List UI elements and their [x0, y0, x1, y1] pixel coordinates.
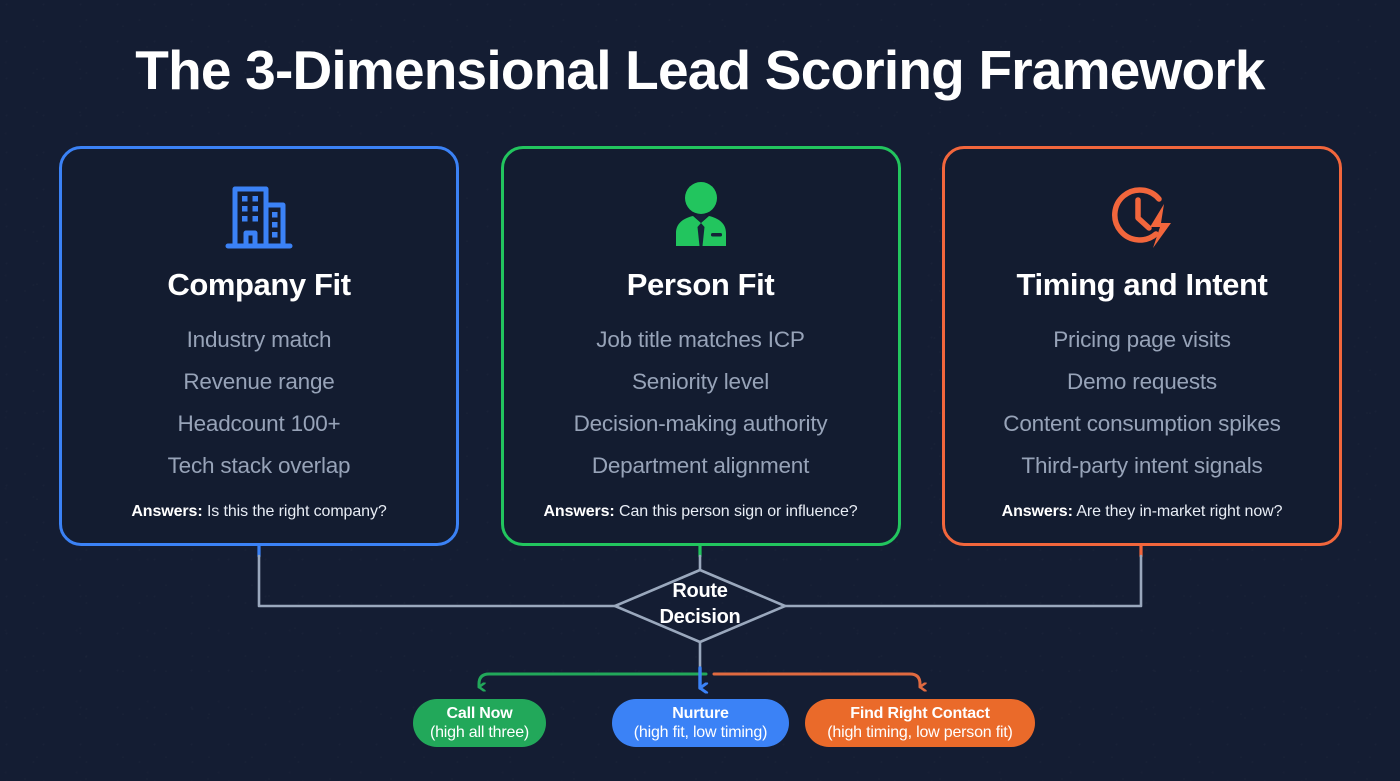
building-icon — [221, 177, 297, 255]
clock-bolt-icon — [1102, 177, 1182, 255]
card-company-fit[interactable]: Company Fit Industry match Revenue range… — [59, 146, 459, 546]
card-answer-text: Is this the right company? — [206, 503, 387, 520]
outcome-subtitle: (high all three) — [429, 723, 530, 741]
card-bullet: Demo requests — [1067, 369, 1217, 394]
card-bullet-list: Pricing page visits Demo requests Conten… — [945, 319, 1339, 487]
outcome-subtitle: (high fit, low timing) — [633, 723, 768, 741]
card-title: Timing and Intent — [1016, 267, 1268, 302]
businessperson-icon — [663, 177, 739, 255]
card-answer-label: Answers: — [543, 503, 615, 520]
card-bullet: Pricing page visits — [1053, 327, 1231, 352]
card-person-fit[interactable]: Person Fit Job title matches ICP Seniori… — [500, 146, 901, 546]
card-bullet: Content consumption spikes — [1003, 411, 1281, 436]
card-bullet: Headcount 100+ — [177, 411, 341, 436]
route-decision-line-1: Route — [672, 580, 728, 602]
outcome-title: Nurture — [672, 705, 729, 723]
card-bullet: Revenue range — [183, 369, 335, 394]
outcome-nurture[interactable]: Nurture (high fit, low timing) — [612, 699, 789, 747]
card-answer: Answers: Can this person sign or influen… — [504, 503, 898, 521]
card-answer-text: Can this person sign or influence? — [619, 503, 858, 520]
card-answer-text: Are they in-market right now? — [1076, 503, 1283, 520]
card-timing-intent[interactable]: Timing and Intent Pricing page visits De… — [942, 146, 1342, 546]
card-title: Person Fit — [626, 267, 775, 302]
card-bullet-list: Job title matches ICP Seniority level De… — [504, 319, 898, 487]
card-bullet: Seniority level — [631, 369, 770, 394]
outcome-subtitle: (high timing, low person fit) — [827, 723, 1013, 741]
card-answer-label: Answers: — [1001, 503, 1073, 520]
dimension-cards-row: Company Fit Industry match Revenue range… — [59, 146, 1342, 546]
card-answer: Answers: Are they in-market right now? — [945, 503, 1339, 521]
card-bullet: Tech stack overlap — [167, 453, 351, 478]
outcome-find-right-contact[interactable]: Find Right Contact (high timing, low per… — [805, 699, 1035, 747]
card-bullet-list: Industry match Revenue range Headcount 1… — [62, 319, 456, 487]
outcome-title: Find Right Contact — [850, 705, 990, 723]
route-decision-line-2: Decision — [659, 606, 741, 628]
card-answer: Answers: Is this the right company? — [62, 503, 456, 521]
card-answer-label: Answers: — [131, 503, 203, 520]
card-bullet: Job title matches ICP — [596, 327, 805, 352]
card-title: Company Fit — [167, 267, 351, 302]
outcome-title: Call Now — [446, 705, 513, 723]
card-bullet: Decision-making authority — [573, 411, 828, 436]
card-bullet: Industry match — [186, 327, 332, 352]
route-decision-label: Route Decision — [600, 578, 800, 630]
card-bullet: Department alignment — [591, 453, 810, 478]
card-bullet: Third-party intent signals — [1021, 453, 1263, 478]
outcome-call-now[interactable]: Call Now (high all three) — [413, 699, 546, 747]
page-title: The 3-Dimensional Lead Scoring Framework — [135, 39, 1265, 101]
